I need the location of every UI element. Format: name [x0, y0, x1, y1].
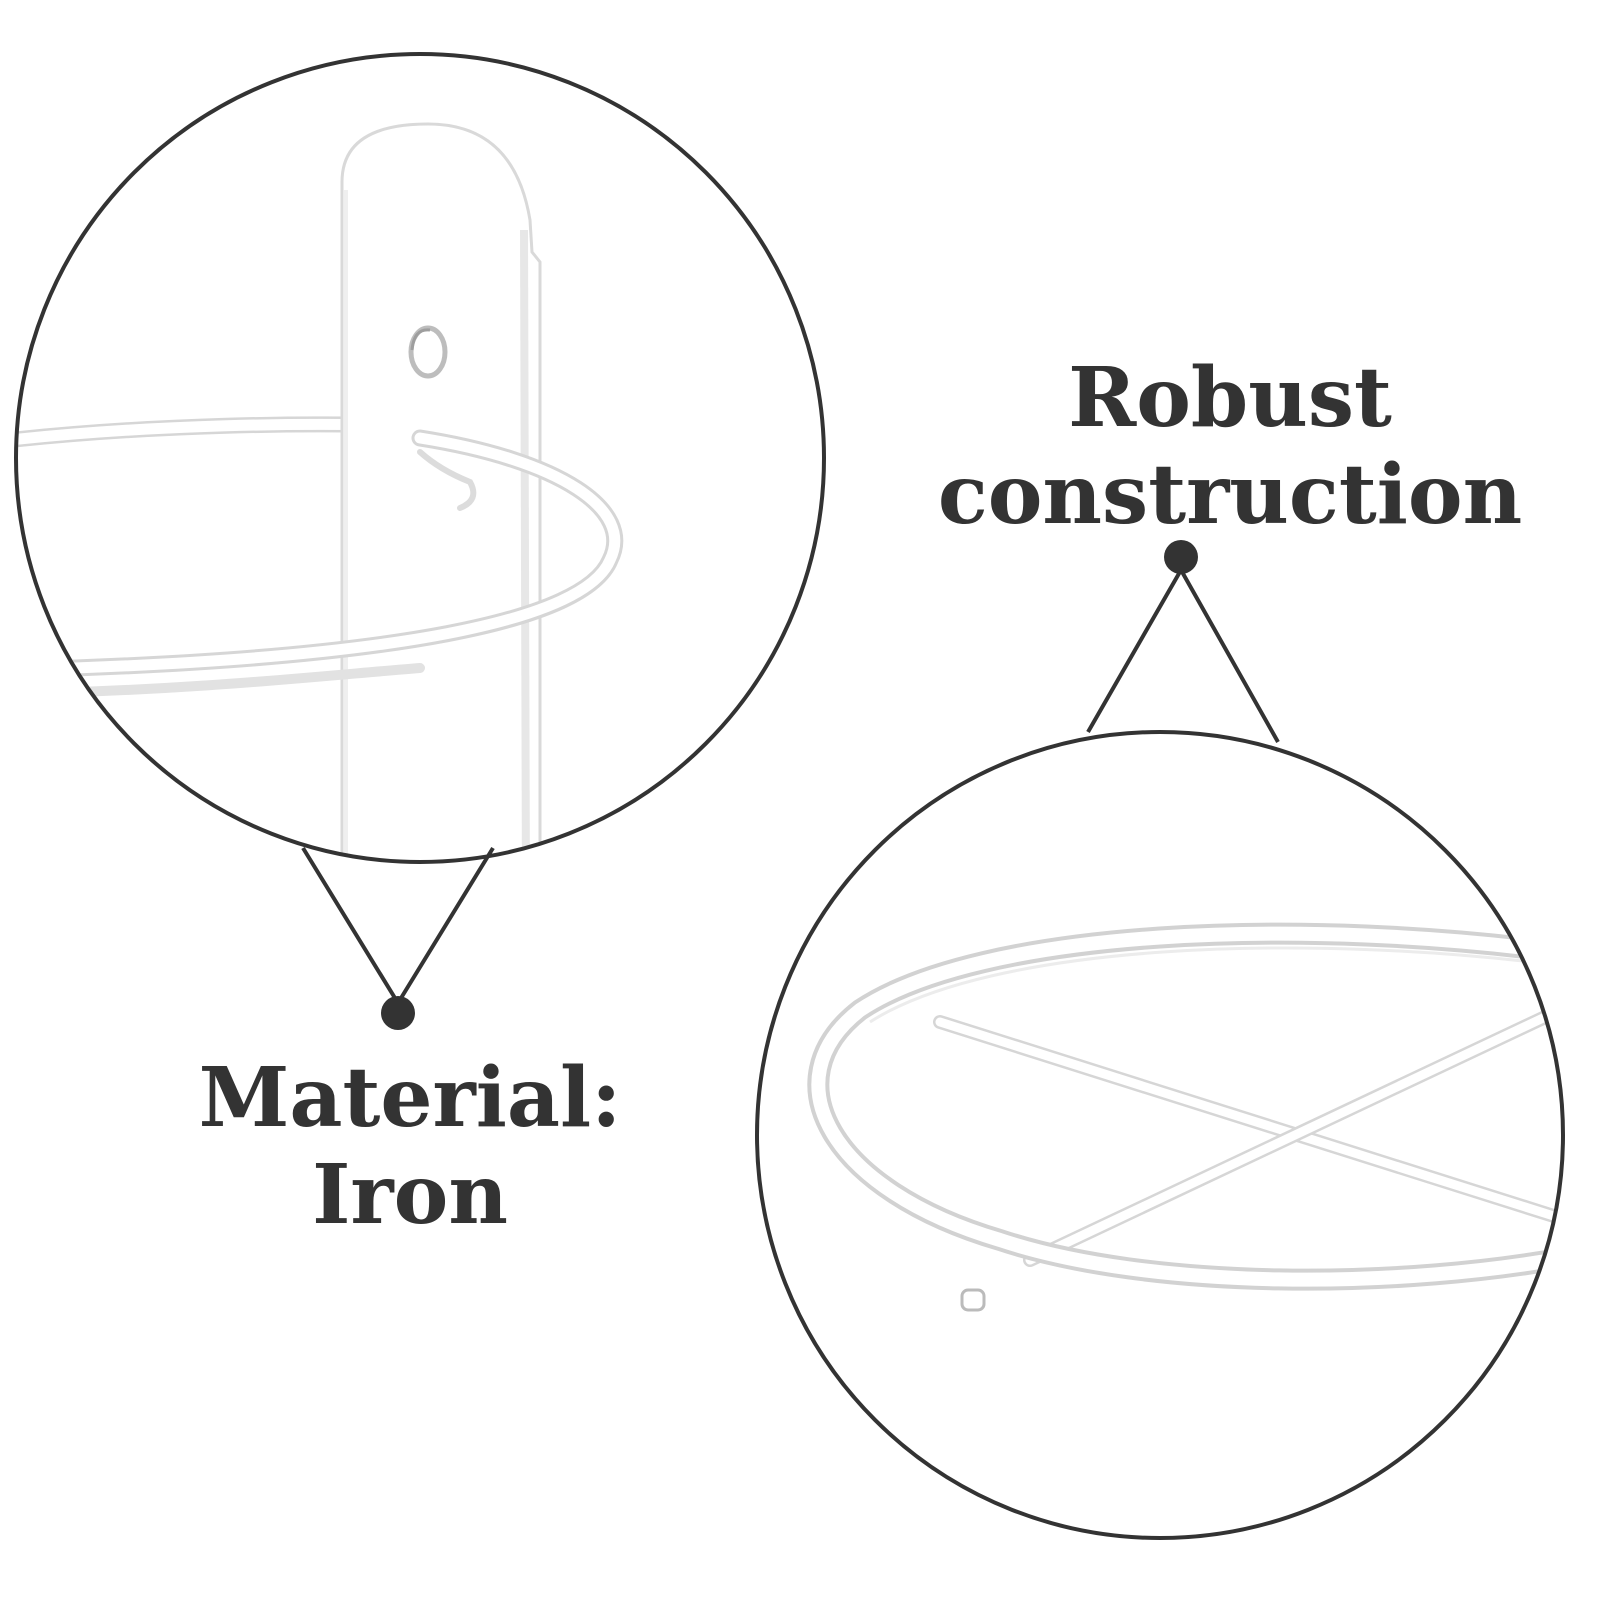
base-stud	[960, 1288, 986, 1312]
robust-label-line1: Robust	[1068, 350, 1392, 446]
callout-pointer-material	[301, 846, 495, 1030]
callout-label-robust: Robust construction	[930, 350, 1530, 544]
callout-label-material: Material: Iron	[150, 1050, 670, 1244]
weld-joint	[417, 449, 477, 511]
callout-pointer-robust	[1086, 540, 1280, 743]
bracket-photo	[16, 54, 824, 862]
material-label-line1: Material:	[198, 1050, 622, 1146]
screw-hole	[408, 325, 448, 379]
robust-label-line2: construction	[937, 446, 1523, 543]
zoom-circle-bracket	[14, 52, 826, 864]
zoom-circle-base	[755, 730, 1565, 1540]
base-photo	[757, 732, 1563, 1538]
material-label-line2: Iron	[312, 1146, 508, 1243]
bracket-plate	[340, 122, 542, 862]
